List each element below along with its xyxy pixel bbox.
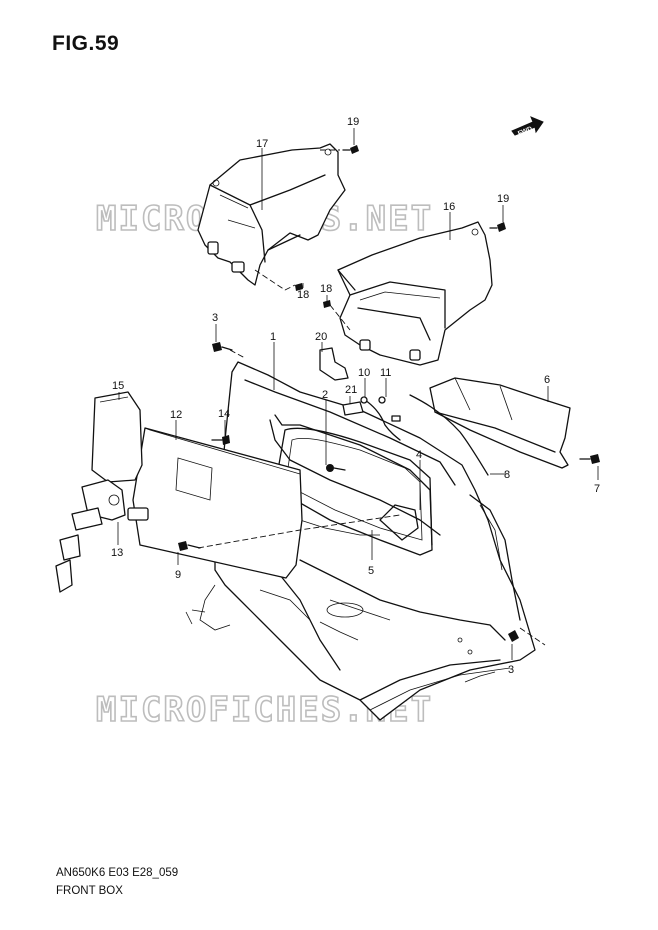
callout-18-upper: 18 [297, 289, 309, 301]
figure-title: FIG.59 [52, 32, 120, 55]
part-1-front-box [185, 361, 536, 721]
part-11-clip [378, 396, 386, 404]
diagram-code: AN650K6 E03 E28_059 [56, 867, 179, 879]
bolt-19-right [489, 222, 506, 232]
callout-11: 11 [380, 367, 391, 379]
assembly-line-16 [329, 304, 351, 331]
callout-19-upper: 19 [347, 116, 359, 128]
callout-10: 10 [358, 367, 370, 379]
screw-18-lower [323, 300, 331, 308]
part-10-clip [360, 396, 368, 404]
part-10-11-hose [364, 399, 401, 441]
leader-lines [117, 128, 599, 660]
screw-18-upper [295, 283, 303, 291]
bolt-7 [579, 454, 600, 464]
callout-21: 21 [345, 384, 357, 396]
part-11-nut [391, 415, 401, 422]
bolt-3-upper [212, 342, 233, 352]
callout-9: 9 [175, 569, 181, 581]
callout-17: 17 [256, 138, 268, 150]
callout-3-upper: 3 [212, 312, 218, 324]
assembly-line-12 [197, 514, 401, 549]
forward-arrow-icon: FWD [511, 116, 544, 137]
bolt-2 [326, 464, 346, 472]
part-13-lock [55, 479, 149, 593]
fasteners [178, 145, 600, 642]
callout-7: 7 [594, 483, 600, 495]
callout-15: 15 [112, 380, 124, 392]
forward-label: FWD [517, 125, 534, 137]
part-6-trim [429, 377, 571, 469]
callout-5: 5 [368, 565, 374, 577]
callout-18-lower: 18 [320, 283, 332, 295]
diagram-name: FRONT BOX [56, 885, 123, 897]
assembly-line-3b [519, 627, 546, 646]
callout-16: 16 [443, 201, 455, 213]
callout-4: 4 [416, 449, 422, 461]
bolt-3-lower [508, 630, 519, 642]
callout-8: 8 [504, 469, 510, 481]
callout-13: 13 [111, 547, 123, 559]
part-17-duct [197, 143, 346, 286]
part-15-cover [91, 391, 143, 483]
callout-14: 14 [218, 408, 230, 420]
part-21-block [342, 401, 364, 416]
callout-3-lower: 3 [508, 664, 514, 676]
bolt-9 [178, 541, 201, 551]
part-8-strip [409, 394, 489, 476]
callout-12: 12 [170, 409, 182, 421]
callout-19-right: 19 [497, 193, 509, 205]
assembly-line-3 [229, 349, 246, 359]
assembly-line-17 [254, 269, 296, 291]
bolt-19-upper [342, 145, 359, 154]
bolt-14 [211, 435, 230, 445]
callout-6: 6 [544, 374, 550, 386]
part-20-bracket [319, 347, 349, 381]
part-16-duct [337, 221, 493, 366]
callout-2: 2 [322, 389, 328, 401]
callout-1: 1 [270, 331, 276, 343]
part-4-5-inner [299, 504, 419, 541]
callout-20: 20 [315, 331, 327, 343]
